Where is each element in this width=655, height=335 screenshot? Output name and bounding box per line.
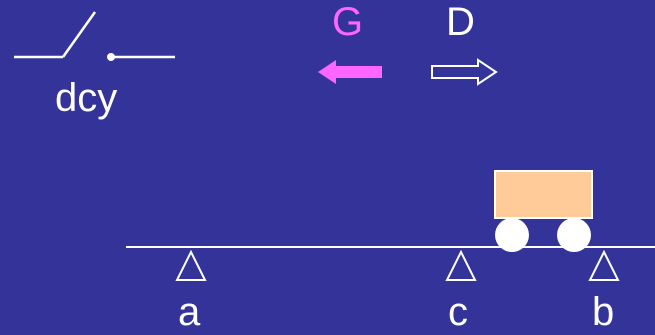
marker-a-triangle bbox=[175, 249, 207, 281]
right-arrow-icon bbox=[431, 58, 498, 86]
position-c-label: c bbox=[448, 290, 468, 334]
cart-body bbox=[494, 170, 593, 219]
cart-right-wheel bbox=[557, 218, 591, 252]
left-arrow-icon bbox=[318, 60, 382, 84]
right-direction-label: D bbox=[446, 0, 475, 44]
position-a-label: a bbox=[178, 290, 201, 334]
position-b-label: b bbox=[592, 290, 615, 334]
cart-left-wheel bbox=[495, 218, 529, 252]
marker-c-triangle bbox=[445, 249, 477, 281]
left-direction-label: G bbox=[332, 0, 364, 44]
switch-label: dcy bbox=[55, 76, 118, 120]
switch-symbol bbox=[14, 11, 175, 59]
switch-contact-dot bbox=[107, 53, 115, 61]
switch-lever bbox=[61, 11, 97, 58]
marker-b-triangle bbox=[588, 249, 620, 281]
